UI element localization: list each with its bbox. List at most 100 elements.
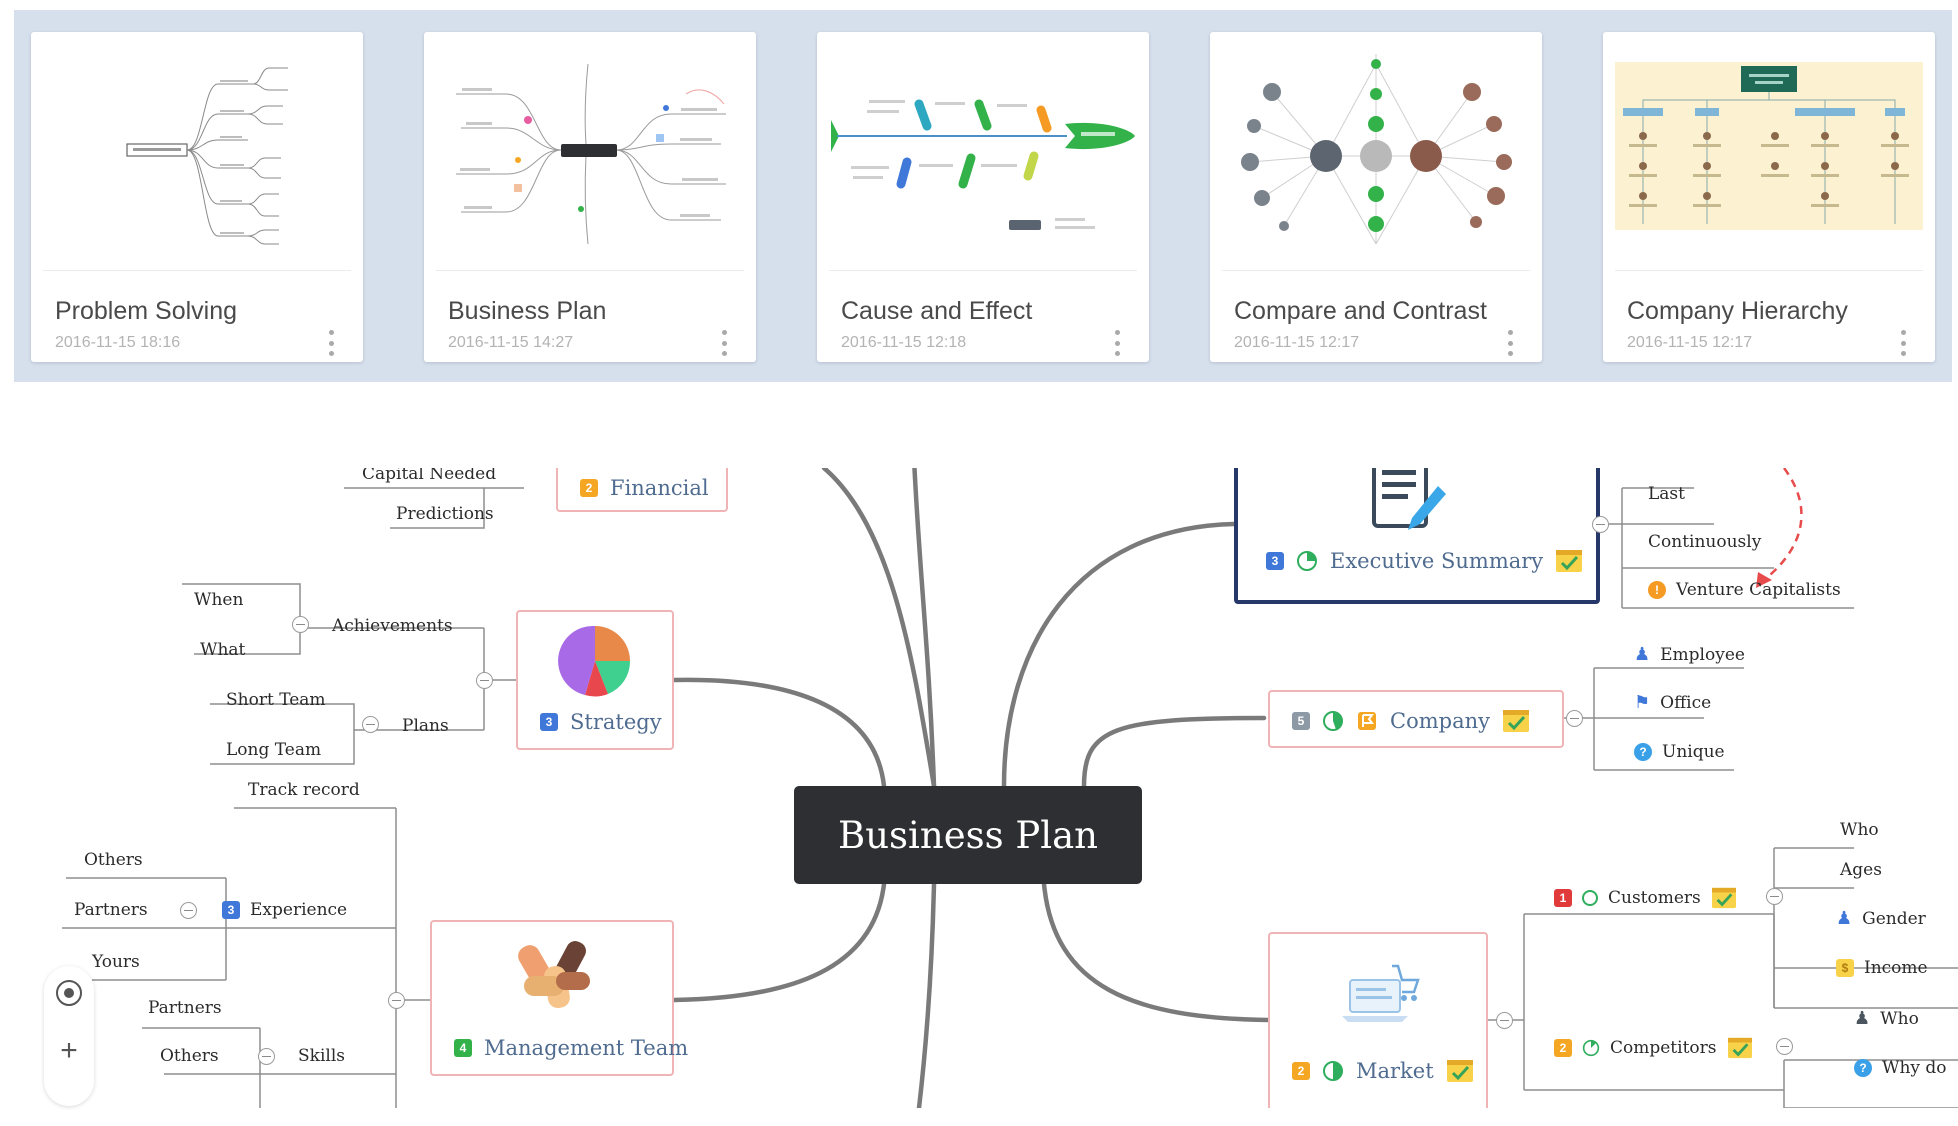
card-divider [1615, 270, 1923, 271]
subtopic-others[interactable]: Others [84, 850, 143, 870]
collapse-toggle[interactable] [180, 902, 197, 919]
target-icon[interactable] [56, 980, 82, 1006]
alert-icon: ! [1648, 581, 1666, 599]
card-date: 2016-11-15 12:17 [1627, 334, 1753, 351]
subtopic-partners[interactable]: Partners [74, 900, 148, 920]
collapse-toggle[interactable] [258, 1048, 275, 1065]
subtopic-achievements[interactable]: Achievements [332, 616, 453, 636]
card-menu-icon[interactable] [1115, 330, 1121, 356]
subtopic-track-record[interactable]: Track record [248, 780, 360, 800]
priority-badge: 3 [1266, 552, 1284, 570]
money-icon: $ [1836, 959, 1854, 977]
card-title: Business Plan [448, 297, 607, 325]
note-icon[interactable] [1555, 548, 1583, 574]
collapse-toggle[interactable] [1776, 1038, 1793, 1055]
subtopic-income[interactable]: $ Income [1836, 958, 1928, 978]
mind-map-canvas[interactable]: Business Plan 2 Financial Capital Needed… [14, 468, 1958, 1108]
subtopic-office[interactable]: ⚑ Office [1634, 692, 1711, 713]
card-date: 2016-11-15 12:18 [841, 334, 967, 351]
collapse-toggle[interactable] [476, 672, 493, 689]
subtopic-capital-needed[interactable]: Capital Needed [362, 468, 497, 484]
topic-financial[interactable]: 2 Financial [556, 468, 728, 512]
central-topic[interactable]: Business Plan [794, 786, 1142, 884]
subtopic-unique[interactable]: ? Unique [1634, 742, 1725, 762]
card-divider [1222, 270, 1530, 271]
card-date: 2016-11-15 12:17 [1234, 334, 1360, 351]
progress-pie-icon [1297, 551, 1317, 571]
note-icon[interactable] [1727, 1036, 1753, 1060]
topic-management-team[interactable]: 4 Management Team [430, 920, 688, 1076]
card-title: Cause and Effect [841, 297, 1033, 325]
collapse-toggle[interactable] [1766, 888, 1783, 905]
subtopic-skills[interactable]: Skills [298, 1046, 345, 1066]
subtopic-short-team[interactable]: Short Team [226, 690, 326, 710]
template-thumbnail [1222, 44, 1530, 258]
priority-badge: 3 [222, 901, 240, 919]
priority-badge: 2 [1554, 1039, 1572, 1057]
collapse-toggle[interactable] [1592, 516, 1609, 533]
template-card-business-plan[interactable]: Business Plan 2016-11-15 14:27 [424, 32, 756, 362]
laptop-cart-icon [1342, 964, 1420, 1022]
progress-pie-icon [1323, 1061, 1343, 1081]
card-menu-icon[interactable] [329, 330, 335, 356]
subtopic-partners[interactable]: Partners [148, 998, 222, 1018]
subtopic-gender[interactable]: ♟ Gender [1836, 908, 1926, 929]
subtopic-when[interactable]: When [194, 590, 244, 610]
question-icon: ? [1634, 743, 1652, 761]
topic-market[interactable]: 2 Market [1268, 932, 1488, 1108]
subtopic-why-do[interactable]: ? Why do [1854, 1058, 1947, 1078]
note-icon[interactable] [1711, 886, 1737, 910]
progress-pie-icon [1582, 1039, 1600, 1057]
subtopic-who[interactable]: Who [1840, 820, 1879, 840]
subtopic-experience[interactable]: 3 Experience [222, 900, 347, 920]
subtopic-last[interactable]: Last [1648, 484, 1685, 504]
subtopic-ages[interactable]: Ages [1840, 860, 1882, 880]
template-card-cause-and-effect[interactable]: Cause and Effect 2016-11-15 12:18 [817, 32, 1149, 362]
subtopic-predictions[interactable]: Predictions [396, 504, 494, 524]
template-gallery: Problem Solving 2016-11-15 18:16 [14, 10, 1952, 382]
template-card-problem-solving[interactable]: Problem Solving 2016-11-15 18:16 [31, 32, 363, 362]
collapse-toggle[interactable] [1566, 710, 1583, 727]
progress-pie-icon [1323, 711, 1343, 731]
card-menu-icon[interactable] [1901, 330, 1907, 356]
subtopic-continuously[interactable]: Continuously [1648, 532, 1762, 552]
collapse-toggle[interactable] [292, 616, 309, 633]
subtopic-venture-capitalists[interactable]: ! Venture Capitalists [1648, 580, 1841, 600]
card-divider [43, 270, 351, 271]
card-menu-icon[interactable] [1508, 330, 1514, 356]
topic-label: Management Team [484, 1036, 689, 1060]
template-card-company-hierarchy[interactable]: Company Hierarchy 2016-11-15 12:17 [1603, 32, 1935, 362]
subtopic-employee[interactable]: ♟ Employee [1634, 644, 1745, 665]
subtopic-long-team[interactable]: Long Team [226, 740, 322, 760]
plus-icon[interactable]: + [60, 1034, 78, 1067]
topic-label: Financial [610, 476, 709, 500]
subtopic-competitors[interactable]: 2 Competitors [1554, 1036, 1753, 1060]
topic-strategy[interactable]: 3 Strategy [516, 610, 674, 750]
card-date: 2016-11-15 18:16 [55, 334, 181, 351]
collapse-toggle[interactable] [362, 716, 379, 733]
topic-label: Strategy [570, 710, 662, 734]
note-icon[interactable] [1502, 708, 1530, 734]
progress-ring-icon [1582, 890, 1598, 906]
topic-label: Company [1390, 709, 1490, 733]
card-menu-icon[interactable] [722, 330, 728, 356]
subtopic-what[interactable]: What [200, 640, 246, 660]
subtopic-others[interactable]: Others [160, 1046, 219, 1066]
topic-executive-summary[interactable]: 3 Executive Summary [1234, 468, 1600, 604]
template-card-compare-and-contrast[interactable]: Compare and Contrast 2016-11-15 12:17 [1210, 32, 1542, 362]
subtopic-plans[interactable]: Plans [402, 716, 449, 736]
note-icon[interactable] [1446, 1058, 1474, 1084]
subtopic-yours[interactable]: Yours [92, 952, 140, 972]
subtopic-who[interactable]: ♟ Who [1854, 1008, 1919, 1029]
subtopic-customers[interactable]: 1 Customers [1554, 886, 1737, 910]
subtopic-label: Customers [1608, 888, 1701, 908]
collapse-toggle[interactable] [388, 992, 405, 1009]
topic-company[interactable]: 5 Company [1268, 690, 1564, 748]
card-title: Company Hierarchy [1627, 297, 1848, 325]
collapse-toggle[interactable] [1496, 1012, 1513, 1029]
central-topic-label: Business Plan [838, 813, 1098, 857]
subtopic-label: Office [1660, 692, 1712, 713]
template-thumbnail [43, 44, 351, 258]
topic-label: Executive Summary [1330, 549, 1544, 573]
person-icon: ♟ [1836, 908, 1853, 928]
